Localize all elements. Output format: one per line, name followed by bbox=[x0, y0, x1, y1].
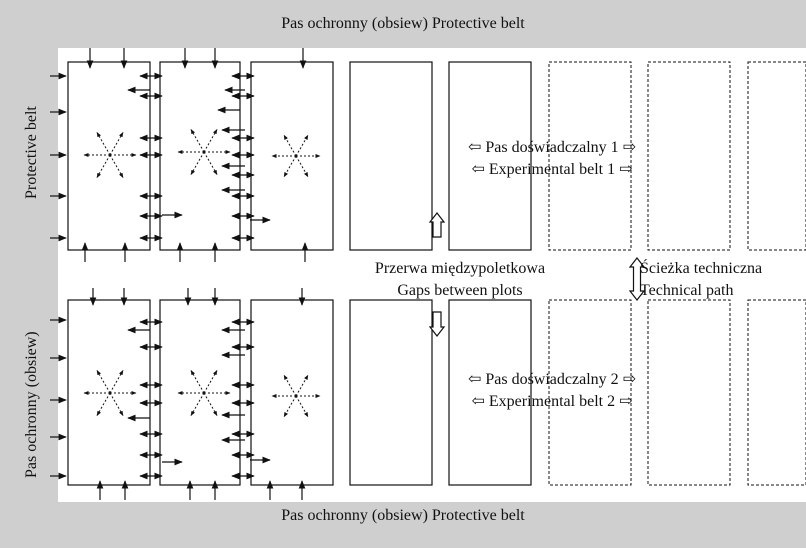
spread-star-row2-plot1 bbox=[109, 370, 124, 394]
spread-star-row1-plot2 bbox=[190, 129, 205, 153]
spread-star-row2-plot3 bbox=[295, 395, 309, 418]
spread-star-row1-plot3 bbox=[295, 155, 309, 178]
plot-2-1 bbox=[67, 299, 151, 486]
spread-star-row1-plot3 bbox=[283, 134, 297, 157]
spread-star-row2-plot2 bbox=[203, 370, 218, 394]
spread-star-row2-plot3 bbox=[283, 374, 297, 397]
spread-star-row1-plot1 bbox=[96, 154, 111, 178]
spread-star-row1-plot1 bbox=[96, 132, 111, 156]
spread-star-row2-plot1 bbox=[109, 392, 124, 416]
spread-star-row1-plot2 bbox=[190, 151, 205, 175]
bottom-protective-belt-label: Pas ochronny (obsiew) Protective belt bbox=[281, 507, 525, 524]
path-pl: Ścieżka techniczna bbox=[640, 260, 763, 277]
plot-2-5 bbox=[448, 299, 532, 486]
spread-star-row2-plot3 bbox=[295, 374, 309, 397]
spread-star-row2-plot1 bbox=[96, 392, 111, 416]
spread-star-row2-plot3 bbox=[283, 395, 297, 418]
gap-arrow-up bbox=[428, 212, 446, 238]
plot-2-8 bbox=[747, 299, 806, 486]
spread-star-row1-plot3 bbox=[295, 134, 309, 157]
plot-1-6 bbox=[548, 61, 632, 251]
gaps-between-plots-label: Przerwa międzypoletkowa Gaps between plo… bbox=[370, 258, 550, 302]
spread-star-row2-plot2 bbox=[190, 392, 205, 416]
plot-1-7 bbox=[647, 61, 731, 251]
plot-2-6 bbox=[548, 299, 632, 486]
experimental-belt-2-en: ⇦ Experimental belt 2 ⇨ bbox=[471, 393, 633, 410]
spread-star-row1-plot1 bbox=[109, 132, 124, 156]
spread-star-row1-plot2 bbox=[203, 129, 218, 153]
experimental-belt-1-pl: ⇦ Pas doświadczalny 1 ⇨ bbox=[467, 139, 637, 156]
spread-star-row2-plot2 bbox=[190, 370, 205, 394]
spread-star-row1-plot2 bbox=[203, 151, 218, 175]
experimental-belt-2-label: ⇦ Pas doświadczalny 2 ⇨ ⇦ Experimental b… bbox=[436, 369, 668, 413]
spread-star-row1-plot3 bbox=[283, 155, 297, 178]
spread-star-row2-plot2 bbox=[203, 392, 218, 416]
path-en: Technical path bbox=[640, 282, 734, 299]
gaps-en: Gaps between plots bbox=[397, 282, 523, 299]
experimental-belt-1-en: ⇦ Experimental belt 1 ⇨ bbox=[471, 161, 633, 178]
spread-star-row1-plot1 bbox=[109, 154, 124, 178]
plot-2-4 bbox=[349, 299, 433, 486]
technical-path-double-arrow bbox=[628, 257, 646, 301]
plot-1-4 bbox=[349, 61, 433, 251]
gap-arrow-down bbox=[428, 311, 446, 337]
plot-2-3 bbox=[250, 299, 334, 486]
technical-path-label: Ścieżka techniczna Technical path bbox=[640, 258, 770, 302]
plot-2-7 bbox=[647, 299, 731, 486]
plot-2-2 bbox=[159, 299, 241, 486]
experimental-belt-2-pl: ⇦ Pas doświadczalny 2 ⇨ bbox=[467, 371, 637, 388]
gaps-pl: Przerwa międzypoletkowa bbox=[374, 260, 546, 277]
experimental-belt-1-label: ⇦ Pas doświadczalny 1 ⇨ ⇦ Experimental b… bbox=[436, 137, 668, 181]
top-protective-belt-label: Pas ochronny (obsiew) Protective belt bbox=[281, 15, 525, 32]
spread-star-row2-plot1 bbox=[96, 370, 111, 394]
plot-1-5 bbox=[448, 61, 532, 251]
plot-1-8 bbox=[747, 61, 806, 251]
